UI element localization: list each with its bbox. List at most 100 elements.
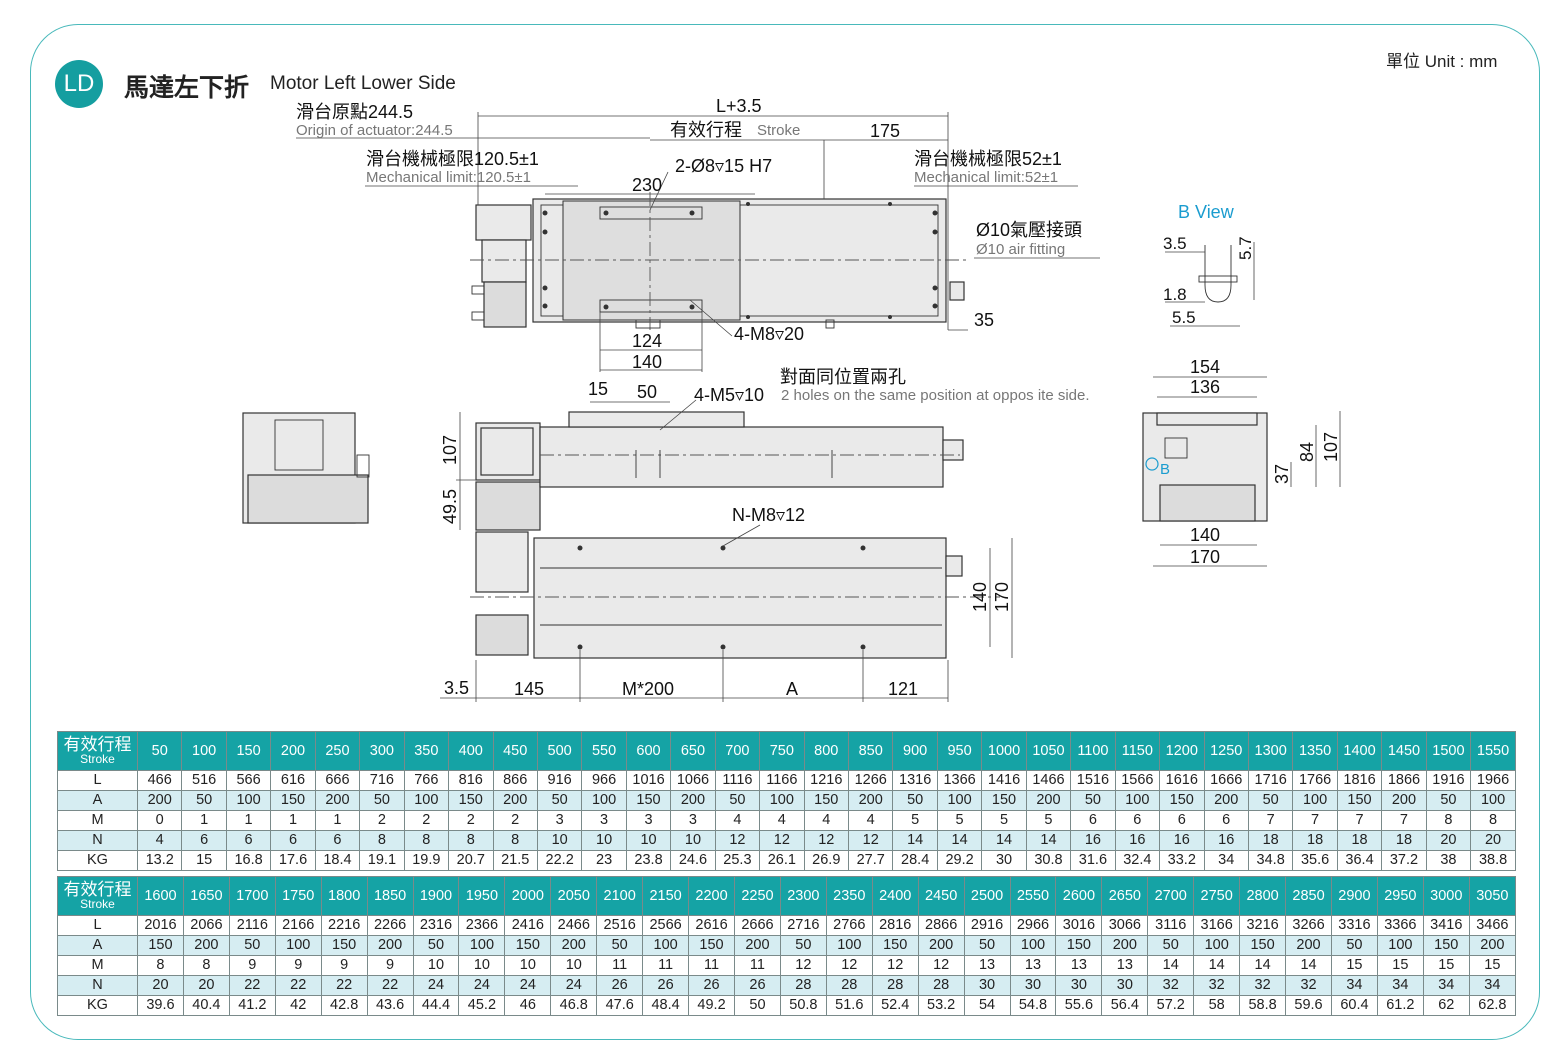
stroke-value-cell: 1950 (458, 876, 506, 916)
table-cell: 12 (825, 955, 873, 976)
stroke-header-en: Stroke (80, 751, 115, 766)
table-cell: 200 (366, 935, 414, 956)
table-cell: 716 (359, 770, 405, 791)
stroke-value-cell: 2700 (1147, 876, 1195, 916)
bottom-air-fitting (945, 555, 963, 577)
table-cell: 56.4 (1101, 995, 1149, 1016)
table-cell: 9 (274, 955, 322, 976)
table-cell: 10 (412, 955, 460, 976)
row-label: A (57, 790, 138, 811)
stroke-value-cell: 1750 (274, 876, 322, 916)
table-cell: 30 (981, 850, 1027, 871)
table-cell: 36.4 (1336, 850, 1383, 871)
mech-limit-left-zh: 滑台機械極限120.5±1 (366, 149, 539, 169)
stroke-value-cell: 1700 (228, 876, 276, 916)
table-cell: 24 (550, 975, 598, 996)
hole-m8-label: 4-M8▿20 (734, 324, 804, 344)
table-cell: 44.4 (412, 995, 460, 1016)
top-motor-cover (475, 204, 532, 241)
table-cell: 13 (1055, 955, 1103, 976)
table-cell: 47.6 (596, 995, 644, 1016)
table-cell: 3 (625, 810, 672, 831)
table-cell: 62 (1422, 995, 1470, 1016)
side-carriage (568, 411, 745, 428)
table-cell: 3 (581, 810, 627, 831)
table-cell: 150 (1159, 790, 1205, 811)
table-cell: 3266 (1285, 915, 1332, 936)
stroke-value-cell: 50 (136, 731, 183, 771)
table-cell: 10 (625, 830, 672, 851)
stroke-value-cell: 2350 (825, 876, 873, 916)
stroke-value-cell: 1600 (137, 876, 184, 916)
table-cell: 200 (847, 790, 894, 811)
table-cell: 6 (181, 830, 227, 851)
top-air-fitting (949, 281, 965, 301)
table-cell: 28 (917, 975, 965, 996)
table-cell: 15 (181, 850, 227, 871)
stroke-value-cell: 2650 (1101, 876, 1149, 916)
table-cell: 24.6 (670, 850, 716, 871)
table-cell: 2616 (688, 915, 735, 936)
unit-label: 單位 Unit : mm (1386, 52, 1498, 71)
table-cell: 19.9 (403, 850, 450, 871)
side-view: 15 50 4-M5▿10 對面同位置兩孔 2 holes on the sam… (440, 367, 1090, 531)
table-cell: 28 (871, 975, 919, 996)
bview-dim-5-7: 5.7 (1236, 236, 1255, 260)
stroke-value-cell: 100 (181, 731, 227, 771)
stroke-value-cell: 2850 (1285, 876, 1332, 916)
table-cell: 2 (448, 810, 494, 831)
table-cell: 26 (596, 975, 644, 996)
table-cell: 24 (458, 975, 506, 996)
table-cell: 2 (492, 810, 538, 831)
stroke-value-cell: 300 (359, 731, 405, 771)
table-cell: 53.2 (917, 995, 965, 1016)
dim-175: 175 (870, 121, 900, 141)
table-cell: 8 (182, 955, 230, 976)
origin-label-zh: 滑台原點244.5 (296, 102, 413, 122)
row-label: M (57, 955, 138, 976)
table-cell: 7 (1292, 810, 1338, 831)
bottom-view: N-M8▿12 3.5 145 M*200 A 121 140 170 (440, 505, 1013, 702)
table-cell: 49.2 (688, 995, 735, 1016)
dim-49-5: 49.5 (440, 489, 460, 524)
right-dim-136: 136 (1190, 377, 1220, 397)
row-label: A (57, 935, 138, 956)
table-cell: 2066 (182, 915, 230, 936)
table-cell: 1016 (625, 770, 672, 791)
right-end-view: B 154 136 140 170 37 84 107 (1142, 357, 1341, 567)
table-cell: 6 (1114, 810, 1161, 831)
table-cell: 7 (1247, 810, 1294, 831)
right-dim-140: 140 (1190, 525, 1220, 545)
table-cell: 200 (917, 935, 965, 956)
table-cell: 22.2 (536, 850, 583, 871)
stroke-value-cell: 700 (714, 731, 761, 771)
table-cell: 1716 (1247, 770, 1294, 791)
stroke-value-cell: 1150 (1114, 731, 1161, 771)
dim-170-bottom: 170 (992, 582, 1012, 612)
table-cell: 8 (359, 830, 405, 851)
table-cell: 38.8 (1470, 850, 1516, 871)
table-cell: 966 (581, 770, 627, 791)
dim-230: 230 (632, 175, 662, 195)
table-cell: 15 (1422, 955, 1470, 976)
stroke-value-cell: 200 (270, 731, 316, 771)
stroke-value-cell: 250 (314, 731, 361, 771)
stroke-value-cell: 2800 (1239, 876, 1287, 916)
table-cell: 100 (759, 790, 805, 811)
table-cell: 11 (642, 955, 690, 976)
dim-15: 15 (588, 379, 608, 399)
stroke-value-cell: 2100 (596, 876, 644, 916)
table-cell: 3216 (1239, 915, 1287, 936)
stroke-value-cell: 2000 (504, 876, 552, 916)
table-cell: 766 (403, 770, 450, 791)
table-cell: 0 (136, 810, 183, 831)
table-cell: 2816 (871, 915, 919, 936)
stroke-header-zh: 有效行程 (63, 879, 132, 899)
stroke-value-cell: 600 (625, 731, 672, 771)
table-cell: 37.2 (1381, 850, 1427, 871)
table-cell: 8 (403, 830, 450, 851)
